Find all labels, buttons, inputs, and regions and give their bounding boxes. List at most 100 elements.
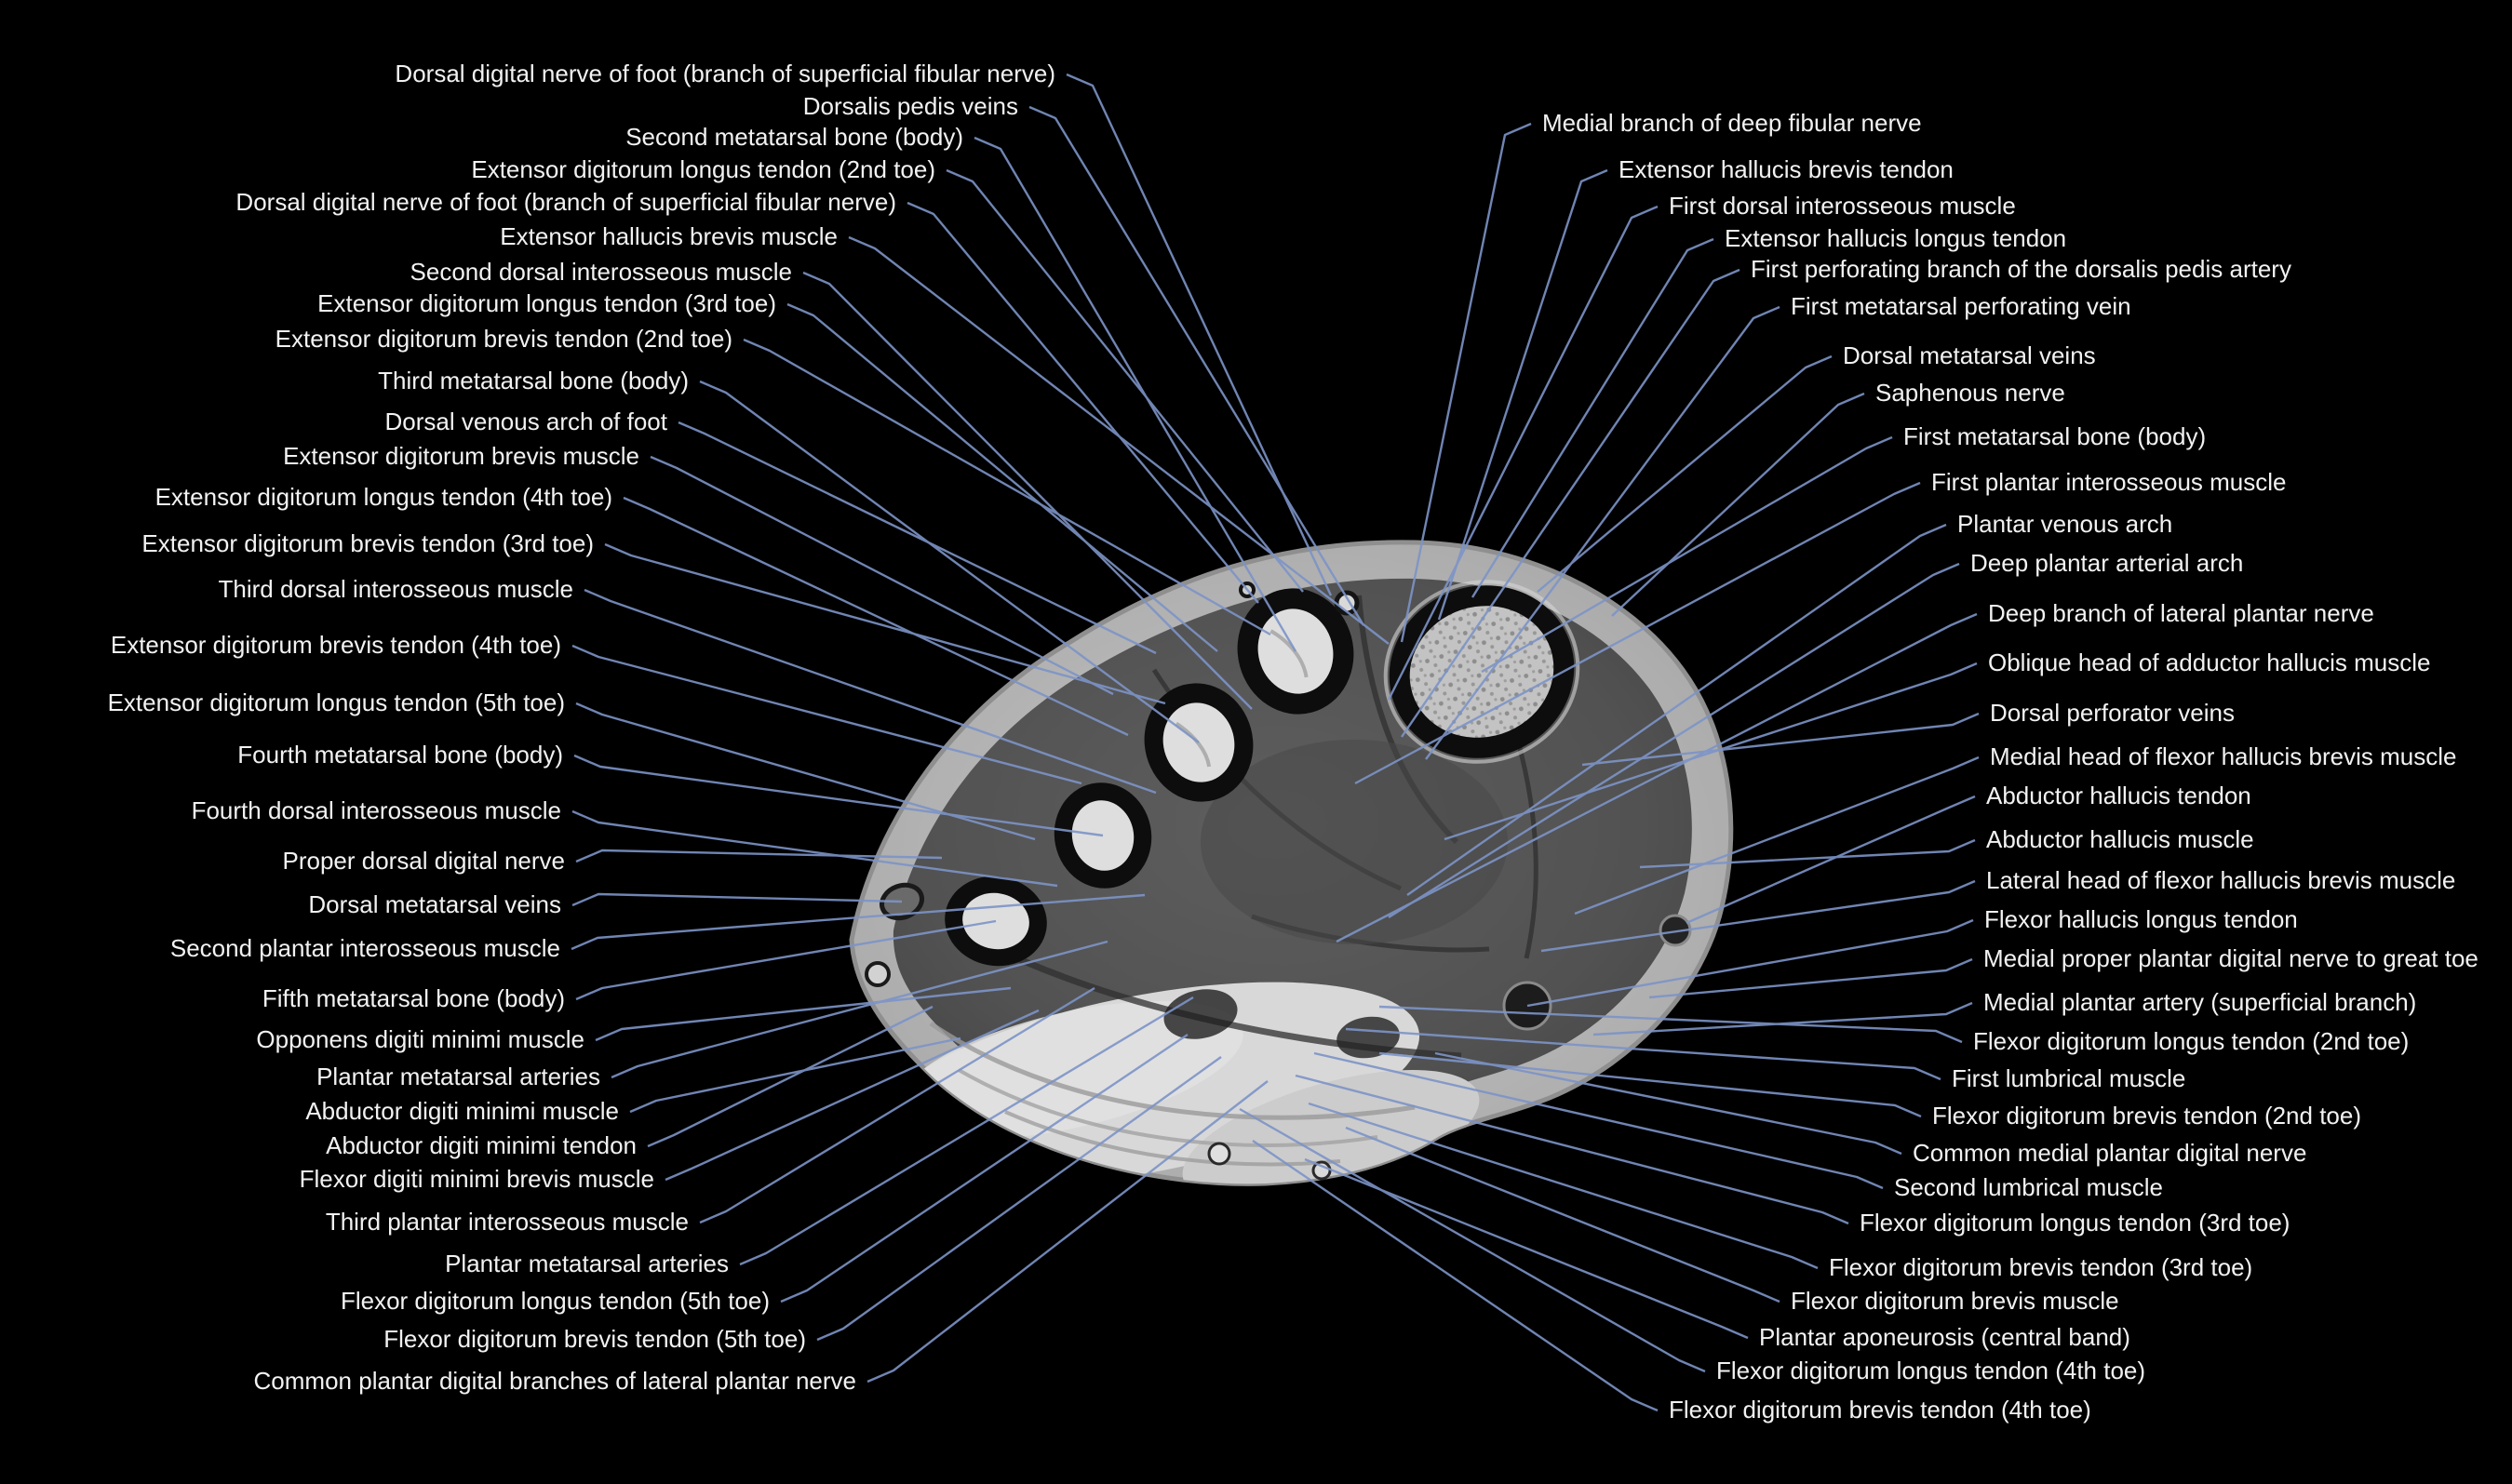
anatomy-label[interactable]: Extensor hallucis brevis muscle xyxy=(500,222,838,251)
leader-line xyxy=(780,1034,1189,1304)
anatomy-label[interactable]: Fifth metatarsal bone (body) xyxy=(262,984,565,1013)
anatomy-label[interactable]: Fourth dorsal interosseous muscle xyxy=(191,796,561,825)
anatomy-label[interactable]: Flexor digitorum longus tendon (2nd toe) xyxy=(1973,1027,2410,1056)
leader-line xyxy=(623,496,1129,737)
anatomy-label[interactable]: Medial head of flexor hallucis brevis mu… xyxy=(1990,742,2457,771)
anatomy-label[interactable]: Abductor digiti minimi tendon xyxy=(326,1131,637,1160)
leader-line xyxy=(1581,712,1980,767)
leader-line xyxy=(1444,662,1978,841)
leader-line xyxy=(1526,918,1974,1008)
leader-line xyxy=(1574,755,1980,916)
leader-line xyxy=(611,940,1108,1079)
anatomy-label[interactable]: Second lumbrical muscle xyxy=(1894,1173,2164,1202)
anatomy-label[interactable]: Common medial plantar digital nerve xyxy=(1913,1139,2307,1168)
leader-line xyxy=(1378,1051,1922,1118)
anatomy-label[interactable]: Abductor digiti minimi muscle xyxy=(305,1097,619,1126)
anatomy-label[interactable]: First metatarsal perforating vein xyxy=(1791,292,2131,321)
leader-line xyxy=(1378,1005,1963,1044)
anatomy-label[interactable]: Deep plantar arterial arch xyxy=(1970,549,2244,578)
anatomy-label[interactable]: Flexor digitorum longus tendon (5th toe) xyxy=(340,1287,770,1316)
anatomy-label[interactable]: Dorsal perforator veins xyxy=(1990,699,2235,728)
anatomy-label[interactable]: Second dorsal interosseous muscle xyxy=(410,258,792,287)
anatomy-label[interactable]: Saphenous nerve xyxy=(1875,379,2065,408)
leader-line xyxy=(743,338,1271,636)
anatomy-label[interactable]: Extensor hallucis longus tendon xyxy=(1725,224,2067,253)
anatomy-label[interactable]: Third metatarsal bone (body) xyxy=(378,367,689,395)
anatomy-label[interactable]: Second metatarsal bone (body) xyxy=(625,123,963,152)
anatomy-label[interactable]: Dorsal metatarsal veins xyxy=(308,890,561,919)
anatomy-label[interactable]: Flexor digiti minimi brevis muscle xyxy=(299,1165,654,1194)
anatomy-label[interactable]: Extensor digitorum longus tendon (2nd to… xyxy=(471,155,935,184)
anatomy-label[interactable]: Abductor hallucis muscle xyxy=(1986,825,2254,854)
anatomy-label[interactable]: Plantar metatarsal arteries xyxy=(445,1250,729,1278)
leader-line xyxy=(1066,73,1333,596)
anatomy-label[interactable]: First lumbrical muscle xyxy=(1952,1064,2186,1093)
anatomy-label[interactable]: Flexor hallucis longus tendon xyxy=(1984,905,2298,934)
leader-line xyxy=(907,201,1259,604)
anatomy-label[interactable]: Flexor digitorum brevis muscle xyxy=(1791,1287,2119,1316)
anatomy-label[interactable]: Flexor digitorum longus tendon (3rd toe) xyxy=(1860,1209,2290,1237)
anatomy-label[interactable]: Plantar aponeurosis (central band) xyxy=(1759,1323,2130,1352)
anatomy-label[interactable]: Plantar venous arch xyxy=(1957,510,2173,539)
anatomy-label[interactable]: Common plantar digital branches of later… xyxy=(253,1367,856,1396)
anatomy-label[interactable]: Opponens digiti minimi muscle xyxy=(256,1025,584,1054)
anatomy-label[interactable]: Proper dorsal digital nerve xyxy=(282,847,566,876)
anatomy-label[interactable]: Plantar metatarsal arteries xyxy=(316,1063,600,1091)
anatomy-label[interactable]: First metatarsal bone (body) xyxy=(1903,422,2207,451)
leader-line xyxy=(1313,1051,1884,1190)
leader-line xyxy=(816,1056,1222,1342)
leader-lines xyxy=(571,73,1980,1412)
anatomy-label[interactable]: Extensor hallucis brevis tendon xyxy=(1619,155,1954,184)
anatomy-label[interactable]: Second plantar interosseous muscle xyxy=(169,934,560,963)
anatomy-label[interactable]: Extensor digitorum brevis muscle xyxy=(283,442,639,471)
leader-line xyxy=(1425,305,1780,760)
anatomy-label[interactable]: Medial proper plantar digital nerve to g… xyxy=(1983,944,2478,973)
anatomy-label[interactable]: Third dorsal interosseous muscle xyxy=(218,575,574,604)
anatomy-label[interactable]: Flexor digitorum brevis tendon (5th toe) xyxy=(383,1325,806,1354)
anatomy-label[interactable]: Oblique head of adductor hallucis muscle xyxy=(1988,648,2431,677)
leader-line xyxy=(571,893,1146,951)
anatomy-label[interactable]: Dorsal digital nerve of foot (branch of … xyxy=(235,188,896,217)
anatomy-label[interactable]: Fourth metatarsal bone (body) xyxy=(237,741,563,769)
anatomy-label[interactable]: Extensor digitorum longus tendon (4th to… xyxy=(154,483,612,512)
anatomy-label[interactable]: Dorsal metatarsal veins xyxy=(1843,341,2096,370)
leader-line xyxy=(1239,1107,1706,1373)
anatomy-label[interactable]: Dorsal digital nerve of foot (branch of … xyxy=(395,60,1055,88)
anatomy-label[interactable]: Extensor digitorum brevis tendon (4th to… xyxy=(110,631,561,660)
leader-line xyxy=(575,919,997,1001)
leader-line xyxy=(1592,1001,1973,1036)
anatomy-label[interactable]: Flexor digitorum longus tendon (4th toe) xyxy=(1716,1357,2146,1385)
anatomy-label[interactable]: Dorsal venous arch of foot xyxy=(384,408,668,436)
anatomy-label[interactable]: Dorsalis pedis veins xyxy=(802,92,1018,121)
leader-line xyxy=(629,1036,961,1114)
anatomy-label[interactable]: Extensor digitorum brevis tendon (3rd to… xyxy=(141,529,594,558)
leader-line xyxy=(1345,1126,1780,1304)
anatomy-label[interactable]: First plantar interosseous muscle xyxy=(1931,468,2287,497)
anatomy-label[interactable]: Medial branch of deep fibular nerve xyxy=(1542,109,1922,138)
anatomy-label[interactable]: Extensor digitorum longus tendon (5th to… xyxy=(107,689,565,717)
anatomy-label[interactable]: Flexor digitorum brevis tendon (3rd toe) xyxy=(1829,1253,2253,1282)
anatomy-label[interactable]: Third plantar interosseous muscle xyxy=(325,1208,689,1237)
anatomy-label[interactable]: Abductor hallucis tendon xyxy=(1986,782,2251,810)
anatomy-label[interactable]: Medial plantar artery (superficial branc… xyxy=(1983,988,2417,1017)
leader-line xyxy=(1401,268,1740,738)
leader-line xyxy=(1437,168,1608,621)
leader-line xyxy=(1388,562,1960,919)
leader-line xyxy=(650,455,1114,696)
anatomy-label[interactable]: First perforating branch of the dorsalis… xyxy=(1751,255,2291,284)
anatomy-label[interactable]: Lateral head of flexor hallucis brevis m… xyxy=(1986,866,2456,895)
leader-line xyxy=(1252,1140,1659,1412)
leader-line xyxy=(866,1080,1269,1384)
leader-line xyxy=(571,892,903,907)
anatomy-label[interactable]: Extensor digitorum longus tendon (3rd to… xyxy=(317,289,776,318)
anatomy-label[interactable]: Flexor digitorum brevis tendon (2nd toe) xyxy=(1932,1102,2362,1130)
anatomy-label[interactable]: First dorsal interosseous muscle xyxy=(1669,192,2016,221)
leader-line xyxy=(739,996,1194,1266)
anatomy-label[interactable]: Deep branch of lateral plantar nerve xyxy=(1988,599,2374,628)
leader-line xyxy=(1406,523,1947,896)
anatomy-label[interactable]: Flexor digitorum brevis tendon (4th toe) xyxy=(1669,1396,2091,1424)
anatomy-label[interactable]: Extensor digitorum brevis tendon (2nd to… xyxy=(275,325,732,354)
leader-line xyxy=(1434,1051,1902,1156)
leader-line xyxy=(1540,879,1976,953)
